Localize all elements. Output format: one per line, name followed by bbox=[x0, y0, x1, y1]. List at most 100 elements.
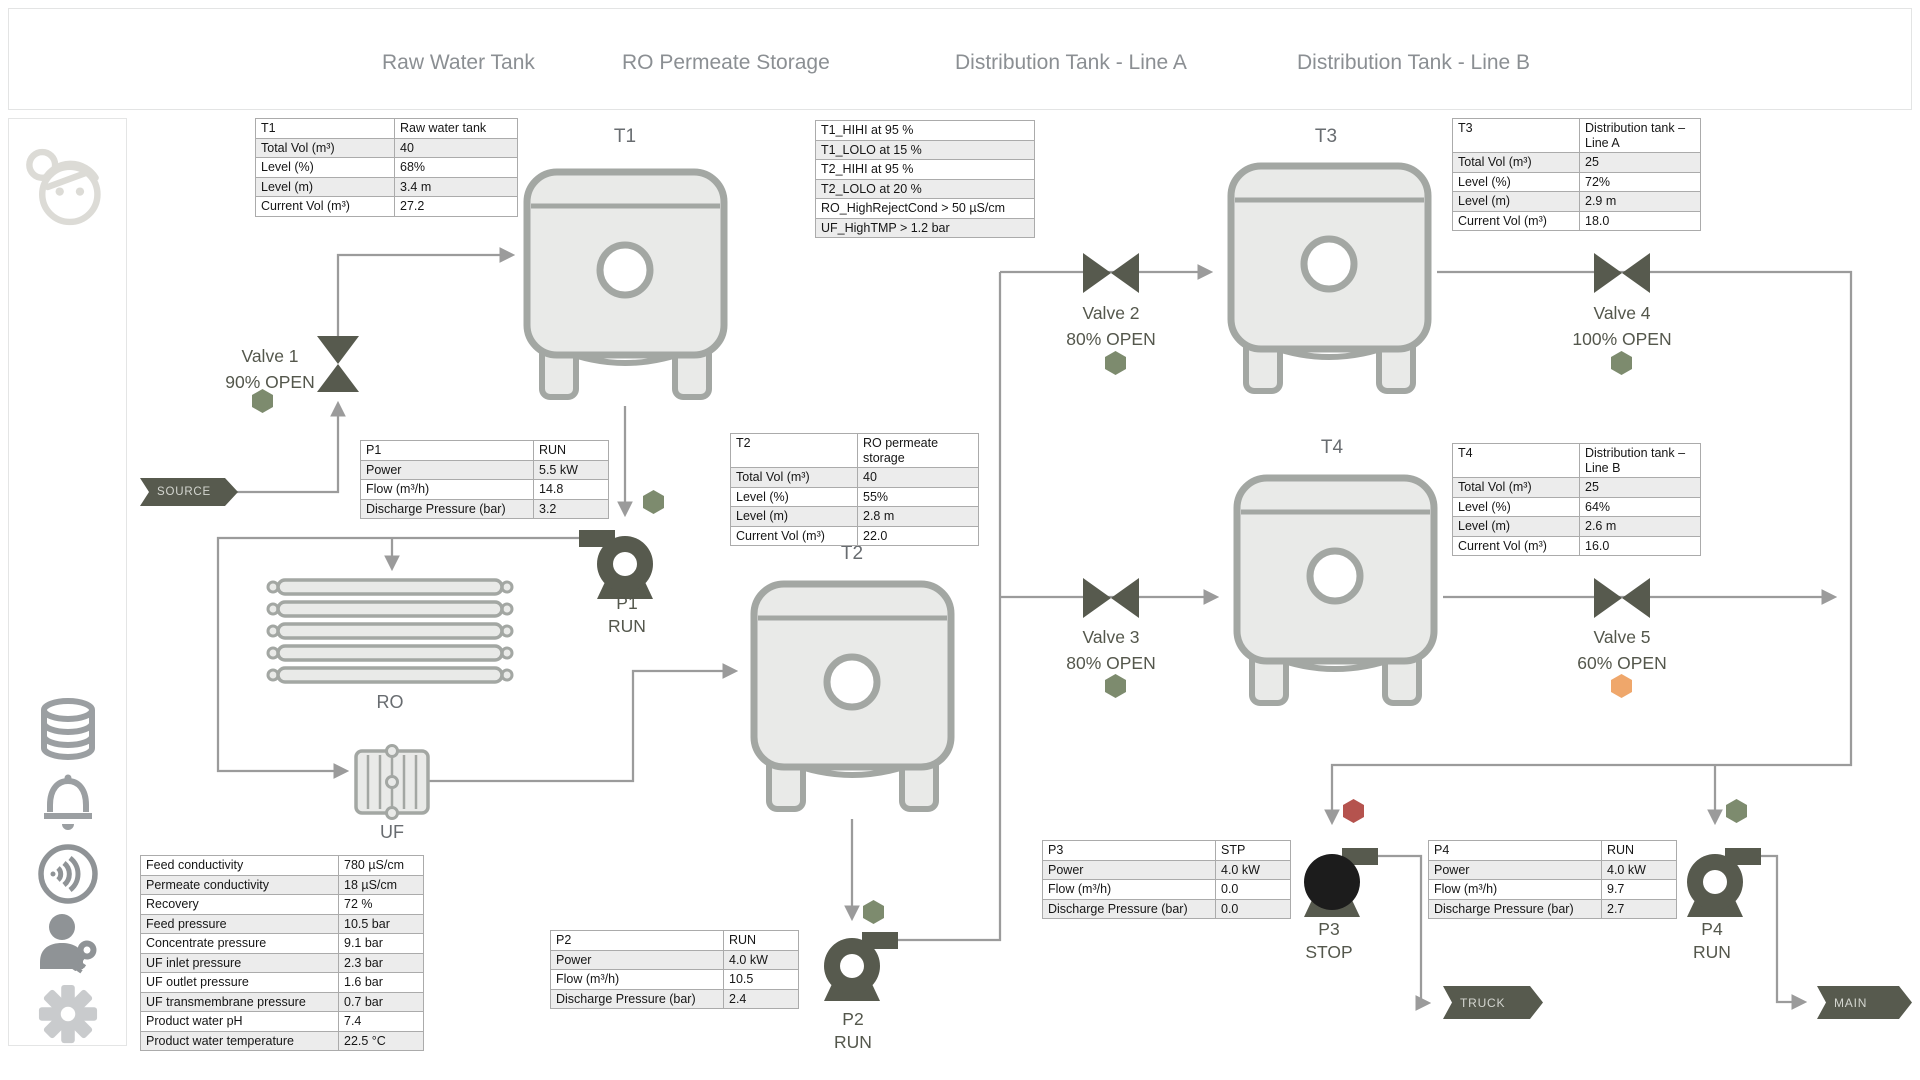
pump-state: STOP bbox=[1305, 942, 1353, 962]
table-cell: Distribution tank – Line B bbox=[1579, 443, 1701, 478]
avatar-icon[interactable] bbox=[22, 141, 114, 238]
table-cell: 25 bbox=[1579, 477, 1701, 498]
tab-distribution-tank-line-a[interactable]: Distribution Tank - Line A bbox=[955, 51, 1187, 74]
table-cell: 7.4 bbox=[338, 1011, 424, 1032]
table-cell: T1_LOLO at 15 % bbox=[815, 139, 1035, 160]
pump-p2-status-indicator[interactable] bbox=[863, 900, 884, 924]
pump-p4[interactable] bbox=[1673, 838, 1761, 918]
table-row: Current Vol (m³)22.0 bbox=[730, 525, 979, 546]
table-cell: 72 % bbox=[338, 894, 424, 915]
table-row: Level (%)64% bbox=[1452, 496, 1701, 517]
table-cell: Level (%) bbox=[1452, 496, 1580, 517]
valve-5-label: Valve 5 60% OPEN bbox=[1562, 624, 1682, 676]
table-cell: Feed conductivity bbox=[140, 855, 339, 876]
valve-1-status-indicator[interactable] bbox=[252, 389, 273, 413]
table-cell: 10.5 bar bbox=[338, 913, 424, 934]
table-cell: RUN bbox=[533, 440, 609, 461]
valve-5-status-indicator[interactable] bbox=[1611, 674, 1632, 698]
table-row: Discharge Pressure (bar)2.4 bbox=[550, 988, 799, 1009]
source-tag: SOURCE bbox=[140, 478, 238, 506]
pump-p3[interactable] bbox=[1290, 838, 1378, 918]
valve-3-status-indicator[interactable] bbox=[1105, 674, 1126, 698]
pump-p1-status-indicator[interactable] bbox=[643, 490, 664, 514]
tab-ro-permeate-storage[interactable]: RO Permeate Storage bbox=[622, 51, 830, 74]
pump-p3-label: P3 STOP bbox=[1279, 918, 1379, 964]
table-row: Discharge Pressure (bar)0.0 bbox=[1042, 898, 1291, 919]
table-cell: P1 bbox=[360, 440, 534, 461]
pump-state: RUN bbox=[834, 1032, 872, 1052]
valve-5[interactable] bbox=[1592, 576, 1652, 620]
table-cell: 72% bbox=[1579, 171, 1701, 192]
settings-gear-icon[interactable] bbox=[37, 983, 99, 1050]
table-cell: UF_HighTMP > 1.2 bar bbox=[815, 217, 1035, 238]
table-cell: Discharge Pressure (bar) bbox=[550, 988, 724, 1009]
database-icon[interactable] bbox=[37, 697, 99, 768]
table-row: Discharge Pressure (bar)2.7 bbox=[1428, 898, 1677, 919]
pipe bbox=[429, 663, 739, 783]
tank-t3[interactable] bbox=[1224, 152, 1435, 399]
valve-name: Valve 1 bbox=[241, 346, 299, 366]
valve-1[interactable] bbox=[315, 334, 361, 394]
tab-distribution-tank-line-b[interactable]: Distribution Tank - Line B bbox=[1297, 51, 1531, 74]
user-access-icon[interactable] bbox=[35, 912, 101, 979]
table-row: Level (m)3.4 m bbox=[255, 176, 518, 197]
pump-name: P2 bbox=[842, 1009, 864, 1029]
valve-4[interactable] bbox=[1592, 251, 1652, 295]
table-row: UF_HighTMP > 1.2 bar bbox=[815, 217, 1035, 238]
table-cell: Discharge Pressure (bar) bbox=[1428, 898, 1602, 919]
table-cell: Current Vol (m³) bbox=[1452, 535, 1580, 556]
table-cell: 18 µS/cm bbox=[338, 874, 424, 895]
valve-4-status-indicator[interactable] bbox=[1611, 351, 1632, 375]
tank-t4[interactable] bbox=[1230, 464, 1441, 711]
table-cell: Flow (m³/h) bbox=[1042, 879, 1216, 900]
pipe bbox=[235, 400, 346, 494]
pipe bbox=[1324, 270, 1853, 826]
pump-name: P3 bbox=[1318, 919, 1340, 939]
table-row: Flow (m³/h)0.0 bbox=[1042, 879, 1291, 900]
alarm-bell-icon[interactable] bbox=[41, 771, 95, 836]
valve-3[interactable] bbox=[1081, 576, 1141, 620]
table-cell: Total Vol (m³) bbox=[1452, 477, 1580, 498]
tank-t1[interactable] bbox=[520, 158, 731, 405]
table-cell: 4.0 kW bbox=[723, 949, 799, 970]
table-row: Level (m)2.9 m bbox=[1452, 191, 1701, 212]
pump-p3-status-indicator[interactable] bbox=[1343, 799, 1364, 823]
table-cell: 0.0 bbox=[1215, 879, 1291, 900]
table-cell: T1 bbox=[255, 118, 395, 139]
pump-state: RUN bbox=[1693, 942, 1731, 962]
tank-t1-label: T1 bbox=[613, 126, 637, 147]
pump-p1[interactable] bbox=[579, 520, 667, 600]
table-cell: 5.5 kW bbox=[533, 459, 609, 480]
tab-raw-water-tank[interactable]: Raw Water Tank bbox=[382, 51, 535, 74]
tank-t4-label: T4 bbox=[1320, 437, 1344, 458]
table-cell: Current Vol (m³) bbox=[730, 525, 858, 546]
pump-p4-status-indicator[interactable] bbox=[1726, 799, 1747, 823]
table-cell: Level (%) bbox=[730, 486, 858, 507]
table-row: T2_HIHI at 95 % bbox=[815, 159, 1035, 180]
uf-unit[interactable] bbox=[353, 743, 431, 821]
ro-unit[interactable] bbox=[266, 576, 514, 692]
pump-name: P4 bbox=[1701, 919, 1723, 939]
table-cell: Flow (m³/h) bbox=[550, 969, 724, 990]
valve-2[interactable] bbox=[1081, 251, 1141, 295]
valve-2-status-indicator[interactable] bbox=[1105, 351, 1126, 375]
table-cell: 780 µS/cm bbox=[338, 855, 424, 876]
source-tag-label: SOURCE bbox=[157, 486, 212, 498]
table-row: Level (%)72% bbox=[1452, 171, 1701, 192]
table-row: Total Vol (m³)25 bbox=[1452, 477, 1701, 498]
tank-t2[interactable] bbox=[747, 570, 958, 817]
broadcast-icon[interactable] bbox=[36, 842, 100, 911]
table-cell: 14.8 bbox=[533, 479, 609, 500]
table-cell: UF outlet pressure bbox=[140, 972, 339, 993]
pump-p2[interactable] bbox=[810, 922, 898, 1002]
